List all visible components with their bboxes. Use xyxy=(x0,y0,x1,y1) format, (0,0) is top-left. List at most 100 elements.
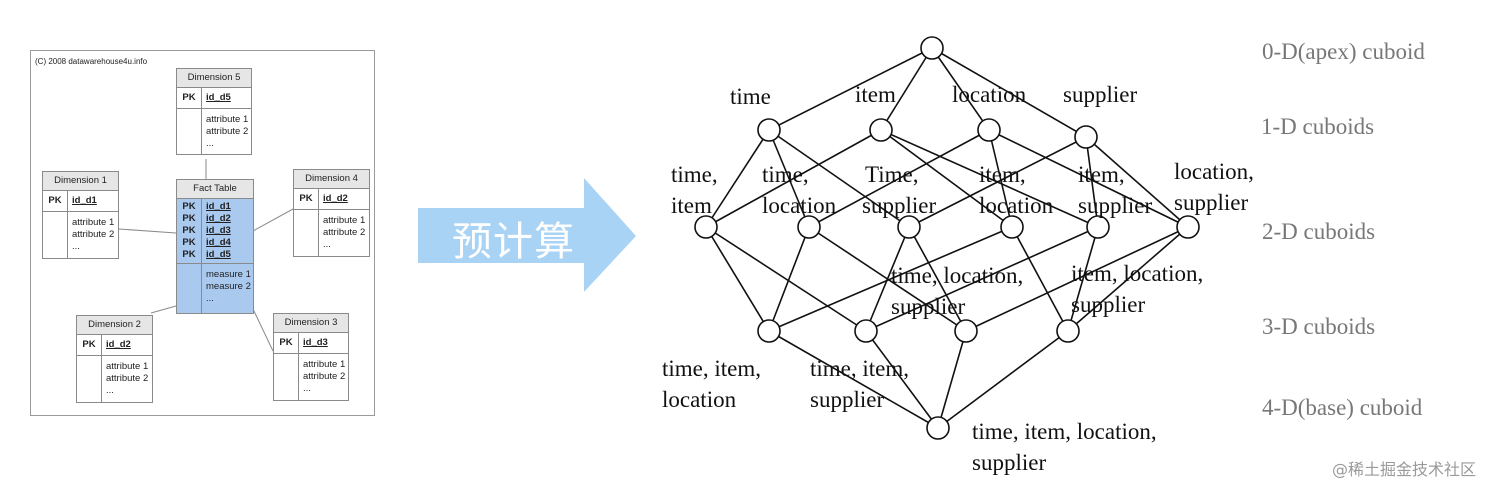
pk-label: PK xyxy=(43,191,68,211)
edge xyxy=(705,129,770,228)
level-label-4d: 4-D(base) cuboid xyxy=(1262,395,1423,420)
label-item-location-line1: item, xyxy=(979,162,1026,187)
label-item-location-supplier-line2: supplier xyxy=(1071,292,1145,317)
edge xyxy=(1085,136,1189,228)
copyright-text: (C) 2008 datawarehouse4u.info xyxy=(35,57,148,66)
edge xyxy=(705,226,867,332)
pk-label: PK xyxy=(182,225,196,236)
node-location xyxy=(977,118,1001,142)
label-supplier: supplier xyxy=(1063,82,1137,107)
label-time-supplier-line1: Time, xyxy=(865,162,918,187)
attribute: attribute 2 xyxy=(303,371,346,382)
pk-label: PK xyxy=(182,201,196,212)
pk-label: PK xyxy=(182,249,196,260)
node-time-item xyxy=(694,215,718,239)
attribute: attribute 1 xyxy=(206,114,249,125)
label-time-item-location-line1: time, item, xyxy=(662,356,761,381)
edge xyxy=(1067,226,1189,332)
key-field: id_d1 xyxy=(72,195,97,206)
measure: measure 1 xyxy=(206,269,251,280)
edge xyxy=(988,129,1189,228)
edge xyxy=(988,129,1013,228)
edge xyxy=(880,129,1013,228)
key-field: id_d1 xyxy=(206,201,231,212)
edge xyxy=(705,226,770,332)
label-time-item-supplier-line2: supplier xyxy=(810,387,884,412)
edge xyxy=(931,47,990,131)
star-connectors xyxy=(118,159,294,352)
edge xyxy=(965,226,1189,332)
edge xyxy=(865,226,1099,332)
edge xyxy=(865,330,939,429)
level-label-1d: 1-D cuboids xyxy=(1261,114,1374,139)
label-time-item-supplier-line1: time, item, xyxy=(810,356,909,381)
star-schema-diagram: (C) 2008 datawarehouse4u.info Dimension … xyxy=(30,50,375,416)
node-time-item-supplier xyxy=(854,319,878,343)
key-field: id_d2 xyxy=(206,213,231,224)
lattice-nodes xyxy=(694,36,1200,440)
connector-dim3 xyxy=(252,308,274,352)
edge xyxy=(865,226,910,332)
watermark-text: @稀土掘金技术社区 xyxy=(1332,460,1477,479)
level-label-3d: 3-D cuboids xyxy=(1262,314,1375,339)
edge xyxy=(908,226,967,332)
edge xyxy=(768,47,933,131)
table-title: Dimension 3 xyxy=(274,314,348,333)
edge xyxy=(880,47,933,131)
pk-label: PK xyxy=(77,335,102,355)
label-time-supplier-line2: supplier xyxy=(862,193,936,218)
node-item-supplier xyxy=(1086,215,1110,239)
label-time: time xyxy=(730,84,771,109)
dimension-3-table: Dimension 3 PK id_d3 attribute 1 attribut… xyxy=(273,313,349,401)
edge xyxy=(937,330,967,429)
attribute: attribute 2 xyxy=(323,227,366,238)
key-field: id_d5 xyxy=(206,249,231,260)
label-time-location-line2: location xyxy=(762,193,837,218)
connector-dim4 xyxy=(252,208,294,232)
label-base-line2: supplier xyxy=(972,450,1046,475)
attribute: attribute 2 xyxy=(106,373,149,384)
dimension-2-table: Dimension 2 PK id_d2 attribute 1 attribut… xyxy=(76,315,153,403)
key-field: id_d3 xyxy=(303,337,328,348)
node-item-location-supplier xyxy=(1056,319,1080,343)
table-title: Dimension 4 xyxy=(294,170,369,189)
label-time-location-supplier-line2: supplier xyxy=(891,294,965,319)
node-location-supplier xyxy=(1176,215,1200,239)
pk-label: PK xyxy=(294,189,319,209)
label-item-location-supplier-line1: item, location, xyxy=(1071,261,1203,286)
attribute: ... xyxy=(72,241,80,252)
node-time xyxy=(757,118,781,142)
measure: ... xyxy=(206,293,214,304)
node-supplier xyxy=(1074,125,1098,149)
connector-dim1 xyxy=(118,228,177,234)
key-field: id_d5 xyxy=(206,92,231,103)
edge xyxy=(705,129,882,228)
attribute: attribute 2 xyxy=(206,126,249,137)
attribute: ... xyxy=(206,138,214,149)
label-base-line1: time, item, location, xyxy=(972,419,1157,444)
attribute: attribute 1 xyxy=(106,361,149,372)
fact-table: Fact Table PK PK PK PK PK id_d1 id_d2 id… xyxy=(176,179,254,314)
table-title: Dimension 2 xyxy=(77,316,152,335)
level-label-0d: 0-D(apex) cuboid xyxy=(1262,39,1425,64)
label-location-supplier-line1: location, xyxy=(1174,159,1254,184)
edge xyxy=(880,129,1099,228)
label-time-item-line1: time, xyxy=(671,162,718,187)
label-item-supplier-line2: supplier xyxy=(1078,193,1152,218)
label-time-item-location-line2: location xyxy=(662,387,737,412)
attribute: attribute 1 xyxy=(303,359,346,370)
lattice-edges xyxy=(705,47,1189,429)
pk-label: PK xyxy=(274,333,299,353)
edge xyxy=(1067,226,1099,332)
label-time-item-line2: item xyxy=(671,193,712,218)
label-item: item xyxy=(855,82,896,107)
table-title: Fact Table xyxy=(177,180,253,199)
arrow-label: 预计算 xyxy=(452,219,575,265)
key-field: id_d2 xyxy=(106,339,131,350)
edge xyxy=(908,136,1087,228)
label-item-supplier-line1: item, xyxy=(1078,162,1125,187)
node-item xyxy=(869,118,893,142)
